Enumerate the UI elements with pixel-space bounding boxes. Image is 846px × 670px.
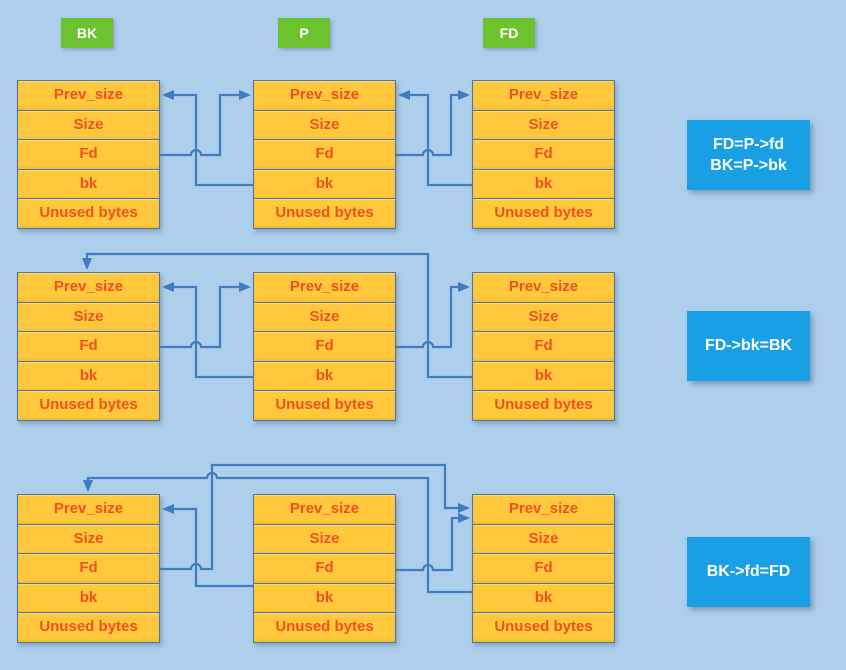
field-size: Size: [17, 523, 160, 555]
field-prev-size: Prev_size: [17, 272, 160, 303]
field-size: Size: [472, 109, 615, 141]
field-prev-size: Prev_size: [253, 80, 396, 111]
field-fd: Fd: [17, 331, 160, 362]
field-unused-bytes: Unused bytes: [17, 612, 160, 643]
field-bk: bk: [253, 582, 396, 614]
field-unused-bytes: Unused bytes: [253, 198, 396, 229]
field-unused-bytes: Unused bytes: [253, 390, 396, 421]
note-line: BK->fd=FD: [706, 563, 791, 580]
field-unused-bytes: Unused bytes: [472, 390, 615, 421]
field-fd: Fd: [17, 139, 160, 170]
arrow-step1-p-bk-to-bk: [162, 90, 253, 187]
note-line: FD=P->fd: [712, 135, 785, 153]
field-prev-size: Prev_size: [17, 494, 160, 525]
field-bk: bk: [472, 582, 615, 614]
field-size: Size: [17, 301, 160, 333]
field-prev-size: Prev_size: [472, 272, 615, 303]
pointer-label-fd: FD: [483, 18, 535, 48]
arrow-step1-p-fd-to-fd: [396, 90, 470, 157]
field-size: Size: [472, 301, 615, 333]
pointer-label-bk: BK: [61, 18, 113, 48]
field-bk: bk: [17, 582, 160, 614]
field-unused-bytes: Unused bytes: [472, 612, 615, 643]
field-size: Size: [253, 109, 396, 141]
arrow-step3-p-fd-to-fd: [396, 513, 470, 572]
field-fd: Fd: [253, 553, 396, 584]
field-bk: bk: [472, 360, 615, 392]
field-prev-size: Prev_size: [253, 272, 396, 303]
note-line: BK=P->bk: [710, 156, 787, 174]
field-prev-size: Prev_size: [472, 80, 615, 111]
field-size: Size: [253, 523, 396, 555]
field-fd: Fd: [253, 139, 396, 170]
field-fd: Fd: [472, 553, 615, 584]
field-prev-size: Prev_size: [253, 494, 396, 525]
field-size: Size: [17, 109, 160, 141]
field-prev-size: Prev_size: [17, 80, 160, 111]
field-unused-bytes: Unused bytes: [253, 612, 396, 643]
arrow-step2-p-bk-to-bk: [162, 282, 253, 379]
field-fd: Fd: [472, 331, 615, 362]
field-bk: bk: [253, 360, 396, 392]
field-fd: Fd: [253, 331, 396, 362]
arrow-step1-bk-fd-to-p: [160, 90, 251, 157]
field-size: Size: [253, 301, 396, 333]
note-step2: FD->bk=BK: [687, 311, 810, 381]
arrow-step3-p-bk-to-bk: [162, 504, 253, 588]
field-prev-size: Prev_size: [472, 494, 615, 525]
field-size: Size: [472, 523, 615, 555]
pointer-label-p: P: [278, 18, 330, 48]
arrow-step2-p-fd-to-fd: [396, 282, 470, 349]
note-step3: BK->fd=FD: [687, 537, 810, 607]
field-unused-bytes: Unused bytes: [17, 390, 160, 421]
arrow-step2-bk-fd-to-p: [160, 282, 251, 349]
field-fd: Fd: [17, 553, 160, 584]
field-bk: bk: [253, 168, 396, 200]
field-bk: bk: [472, 168, 615, 200]
field-bk: bk: [17, 168, 160, 200]
field-fd: Fd: [472, 139, 615, 170]
note-step1: FD=P->fd BK=P->bk: [687, 120, 810, 190]
field-bk: bk: [17, 360, 160, 392]
note-line: FD->bk=BK: [704, 337, 793, 354]
field-unused-bytes: Unused bytes: [17, 198, 160, 229]
field-unused-bytes: Unused bytes: [472, 198, 615, 229]
arrow-step1-fd-bk-to-p: [398, 90, 472, 187]
